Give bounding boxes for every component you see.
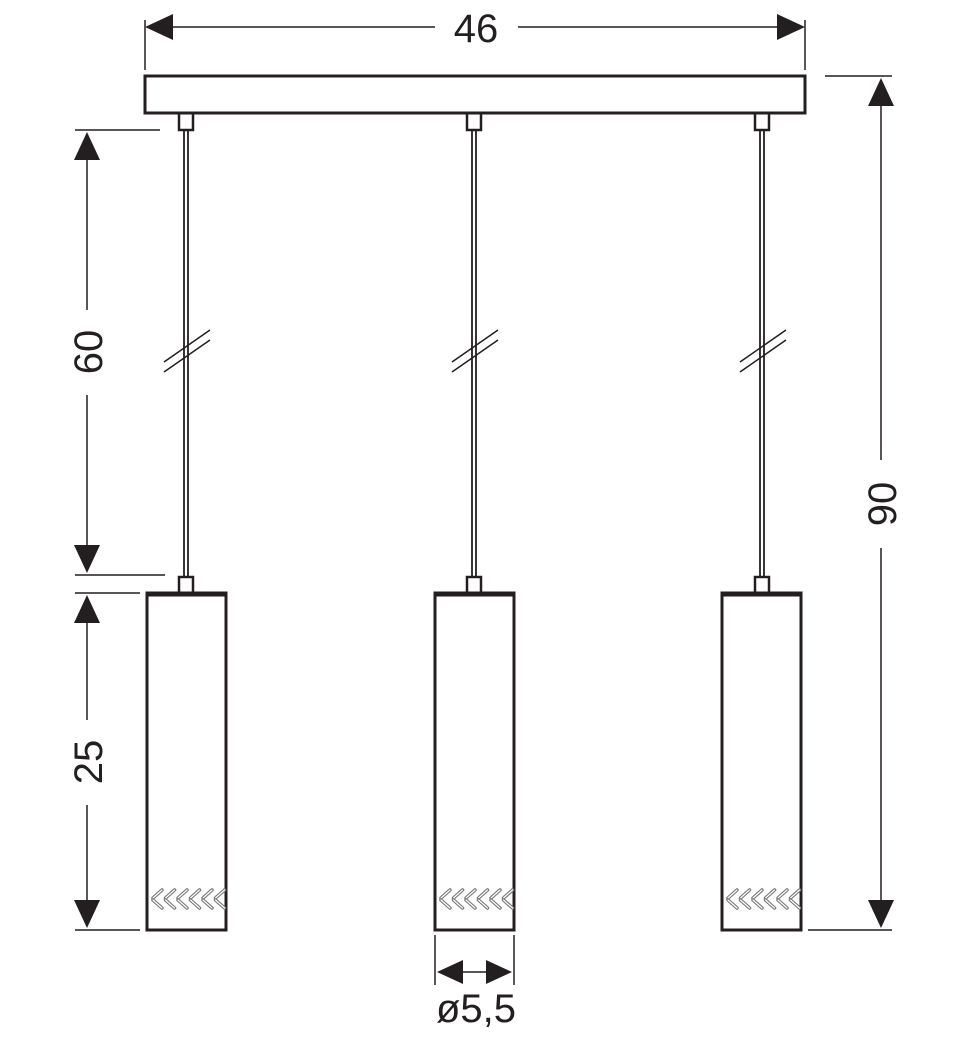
shade-connector: [753, 575, 771, 595]
total-height-dimension: 90: [808, 75, 905, 931]
cord: [471, 130, 477, 577]
pendant-1: [145, 111, 228, 932]
decorative-pattern: [151, 888, 227, 910]
top-connector: [177, 111, 195, 132]
shade-height-dimension: 25: [67, 592, 140, 931]
break-mark: [451, 329, 499, 373]
ceiling-canopy: [143, 74, 807, 115]
shade-connector: [177, 575, 195, 595]
top-connector: [753, 111, 771, 132]
pendant-3: [720, 111, 803, 932]
diameter-dimension: ø5,5: [434, 935, 516, 1031]
decorative-pattern: [726, 888, 802, 910]
cord-length-dimension: 60: [67, 129, 165, 576]
lamp-shade: [433, 591, 516, 932]
top-connector: [465, 111, 483, 132]
shade-connector: [465, 575, 483, 595]
width-label: 46: [454, 7, 499, 51]
diameter-label: ø5,5: [436, 987, 516, 1031]
break-mark: [739, 329, 787, 373]
pendant-2: [433, 111, 516, 932]
pendants: [145, 111, 803, 932]
cord-length-label: 60: [67, 330, 111, 375]
lamp-shade: [720, 591, 803, 932]
cord: [183, 130, 189, 577]
lamp-shade: [145, 591, 228, 932]
decorative-pattern: [439, 888, 515, 910]
shade-height-label: 25: [67, 740, 111, 785]
total-height-label: 90: [861, 482, 905, 527]
break-mark: [163, 329, 211, 373]
width-dimension: 46: [144, 7, 806, 70]
cord: [759, 130, 765, 577]
